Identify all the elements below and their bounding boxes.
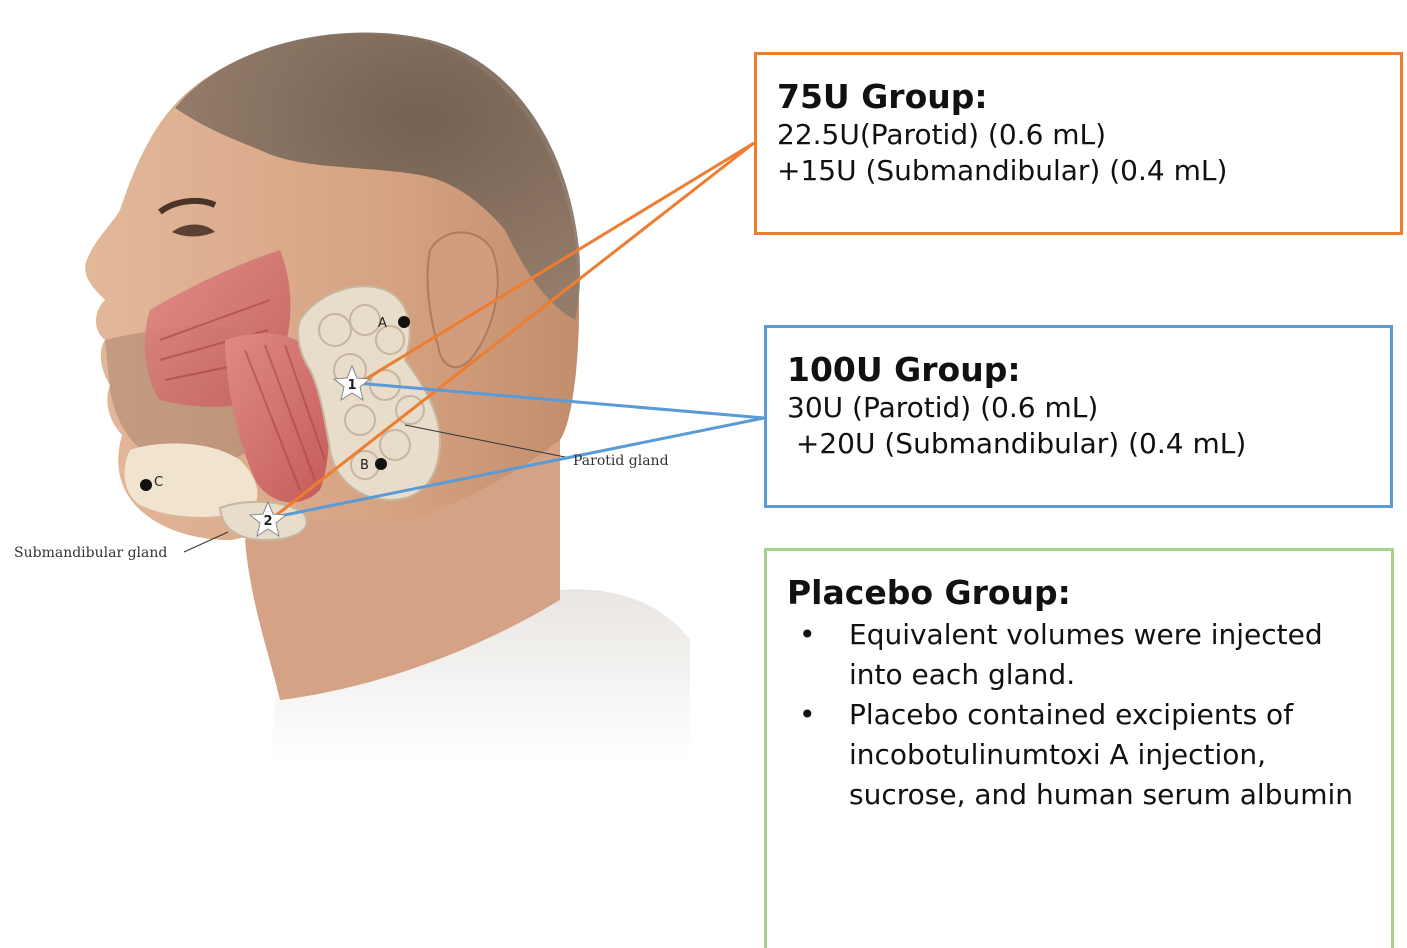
placebo-bullet-text: Placebo contained excipients of incobotu…	[849, 698, 1353, 811]
submandibular-gland-label: Submandibular gland	[14, 545, 167, 561]
reference-point-a-label: A	[378, 316, 387, 331]
group-100u-callout: 100U Group: 30U (Parotid) (0.6 mL) +20U …	[764, 325, 1393, 508]
placebo-bullet-text: Equivalent volumes were injected into ea…	[849, 618, 1323, 691]
parotid-gland-label: Parotid gland	[573, 453, 669, 469]
group-75u-callout: 75U Group: 22.5U(Parotid) (0.6 mL) +15U …	[754, 52, 1403, 235]
placebo-group-callout: Placebo Group: • Equivalent volumes were …	[764, 548, 1394, 948]
group-100u-parotid-dose: 30U (Parotid) (0.6 mL)	[787, 390, 1372, 426]
placebo-group-title: Placebo Group:	[787, 573, 1373, 613]
placebo-bullet-item: • Placebo contained excipients of incobot…	[787, 695, 1373, 815]
placebo-bullet-list: • Equivalent volumes were injected into e…	[787, 615, 1373, 815]
group-75u-title: 75U Group:	[777, 77, 1382, 117]
injection-site-2-label: 2	[263, 514, 272, 529]
reference-point-c-label: C	[154, 475, 163, 490]
bullet-icon: •	[799, 615, 816, 655]
placebo-bullet-item: • Equivalent volumes were injected into e…	[787, 615, 1373, 695]
bullet-icon: •	[799, 695, 816, 735]
group-75u-parotid-dose: 22.5U(Parotid) (0.6 mL)	[777, 117, 1382, 153]
group-100u-title: 100U Group:	[787, 350, 1372, 390]
injection-site-1-label: 1	[347, 378, 356, 393]
group-100u-submandibular-dose: +20U (Submandibular) (0.4 mL)	[787, 426, 1372, 462]
group-75u-submandibular-dose: +15U (Submandibular) (0.4 mL)	[777, 153, 1382, 189]
reference-point-b-label: B	[360, 458, 369, 473]
